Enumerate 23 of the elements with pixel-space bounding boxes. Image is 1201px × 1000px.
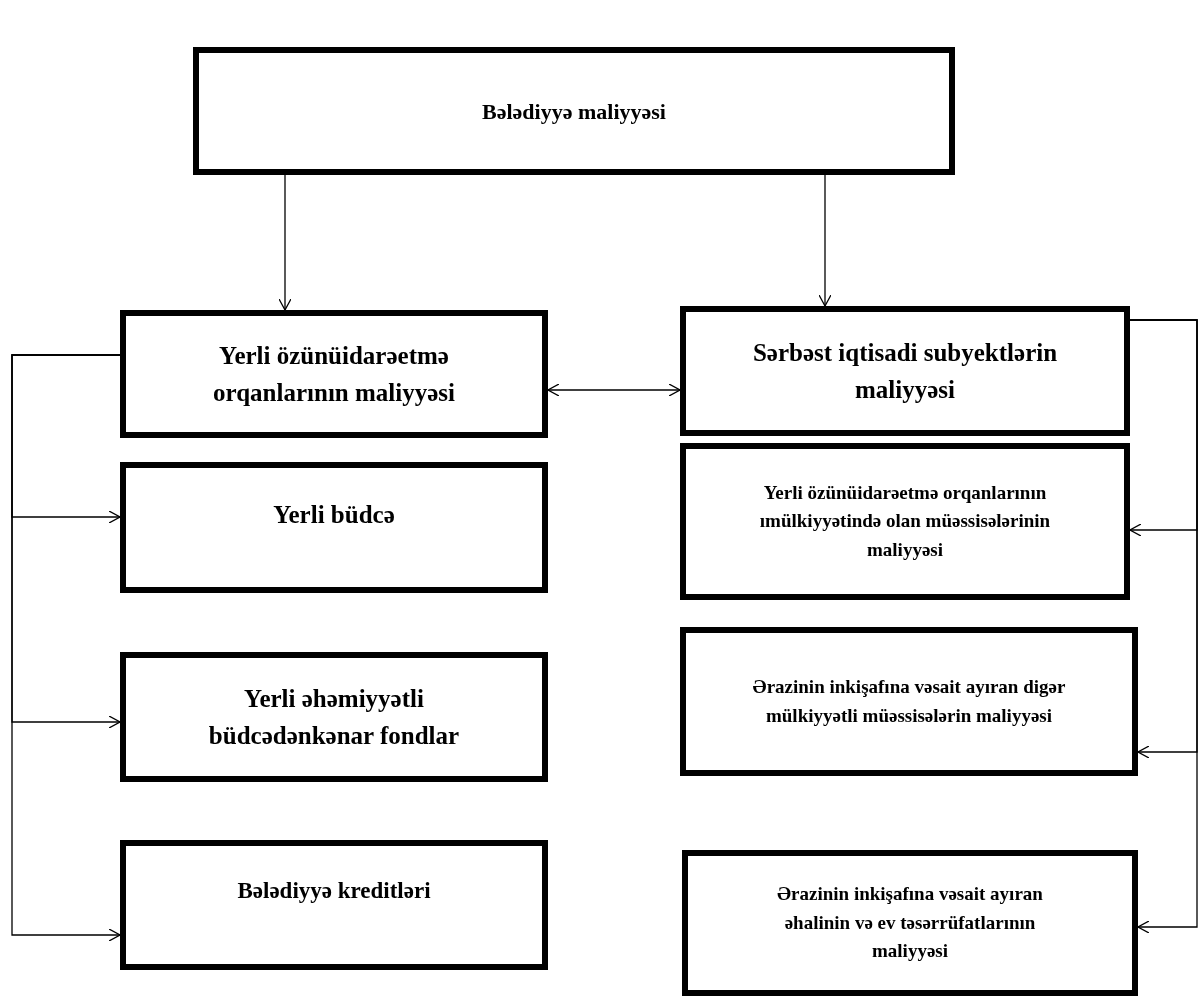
process-box: [193, 47, 955, 175]
arrow: [1129, 319, 1198, 934]
box-label: Sərbəst iqtisadi subyektlərin maliyyəsi: [751, 337, 1059, 405]
arrow: [547, 383, 681, 397]
process-box: [682, 850, 1138, 996]
process-box: [120, 462, 548, 593]
process-box: [120, 840, 548, 970]
box-label: Ərazinin inkişafına vəsait ayıran digər mülkiyyətli müəssisələrin maliyyəsi: [751, 675, 1067, 728]
process-box: [680, 306, 1130, 436]
process-box: [680, 443, 1130, 600]
box-label: Bələdiyyə kreditləri: [237, 877, 431, 905]
box-label: Yerli büdcə: [273, 500, 395, 530]
arrow: [278, 174, 292, 311]
process-box: [680, 627, 1138, 776]
arrow: [11, 354, 121, 942]
box-label: Ərazinin inkişafına vəsait ayıran əhalinin və ev təsərrüfatlarının maliyyəsi: [776, 882, 1044, 964]
box-label: Yerli əhəmiyyətli büdcədənkənar fondlar: [207, 683, 461, 751]
box-label: Yerli özünüidarəetmə orqanlarının ımülkiyyətində olan müəssisələrinin maliyyəsi: [758, 480, 1052, 562]
box-label: Bələdiyyə maliyyəsi: [482, 97, 666, 126]
box-label: Yerli özünüidarəetmə orqanlarının maliyyəsi: [212, 340, 456, 408]
process-box: [120, 652, 548, 782]
arrow: [818, 174, 832, 307]
process-box: [120, 310, 548, 438]
